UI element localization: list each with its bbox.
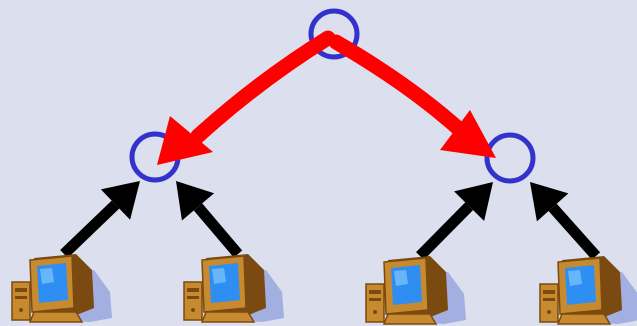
arrow-root-to-left-node <box>157 30 336 165</box>
right-node <box>484 132 536 184</box>
arrow-computer-3-to-right-node <box>416 182 493 260</box>
arrow-computer-1-to-left-node <box>60 181 140 258</box>
arrow-root-to-right-node <box>328 34 496 158</box>
arrow-computer-4-to-right-node <box>530 182 601 260</box>
arrow-computer-2-to-left-node <box>176 181 243 258</box>
